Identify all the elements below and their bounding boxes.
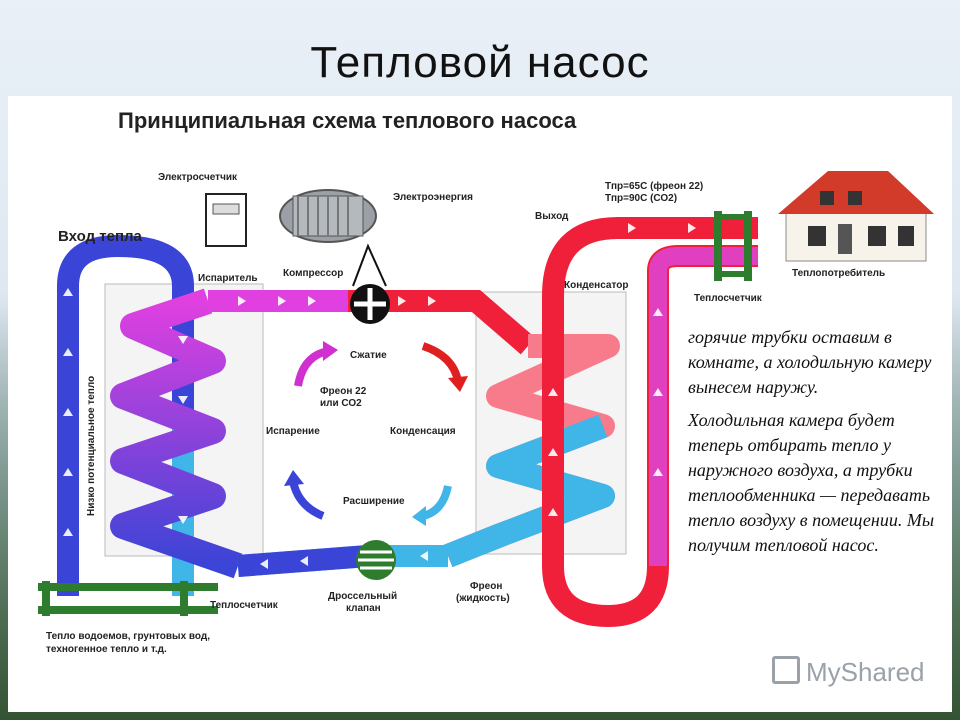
motor-link (352, 243, 387, 287)
explanation-para-1: горячие трубки оставим в комнате, а холо… (688, 327, 932, 397)
label-temp-co2: Тпр=90С (СО2) (605, 193, 677, 204)
heat-meter-left (38, 581, 218, 616)
heat-pump-diagram: Принципиальная схема теплового насоса (38, 108, 934, 655)
label-freon-2: или СО2 (320, 398, 362, 409)
watermark: MyShared (772, 656, 925, 688)
label-throttle-2: клапан (346, 603, 381, 614)
evaporation-arrowhead (284, 470, 304, 486)
explanation-para-2: Холодильная камера будет теперь отбирать… (688, 410, 935, 555)
condenser-coil-cold (443, 414, 615, 568)
electric-meter (205, 193, 247, 247)
label-electricity: Электроэнергия (393, 192, 473, 203)
flow-arrows (63, 223, 696, 569)
label-consumer: Теплопотребитель (792, 267, 885, 279)
explanation-text: горячие трубки оставим в комнате, а холо… (688, 325, 950, 566)
label-evaporation: Испарение (266, 426, 320, 437)
watermark-text: MyShared (806, 657, 925, 687)
watermark-icon (772, 656, 800, 684)
label-expansion: Расширение (343, 496, 405, 507)
expansion-arrow (421, 485, 452, 520)
label-freon-liquid-1: Фреон (470, 581, 502, 592)
label-compressor: Компрессор (283, 268, 343, 279)
condensation-arrowhead (448, 376, 468, 392)
label-heat-meter-left: Теплосчетчик (210, 600, 279, 611)
label-condensation: Конденсация (390, 426, 456, 437)
label-freon-1: Фреон 22 (320, 386, 367, 397)
expansion-arrowhead (412, 506, 426, 526)
label-throttle-1: Дроссельный (328, 591, 397, 602)
slide-title: Тепловой насос (310, 38, 650, 87)
label-condenser: Конденсатор (564, 280, 628, 291)
compressor-cross (354, 288, 386, 320)
label-temp-freon: Тпр=65С (фреон 22) (605, 180, 703, 192)
discharge-pipe (348, 290, 536, 355)
label-low-potential: Низко потенциальное тепло (86, 376, 97, 516)
label-sources-1: Тепло водоемов, грунтовых вод, (46, 631, 210, 642)
motor-fins (297, 196, 349, 236)
diagram-panel: Принципиальная схема теплового насоса (8, 96, 952, 712)
label-meter-elec: Электросчетчик (158, 172, 238, 183)
throttle-valve-lines (358, 550, 394, 570)
house-icon (778, 171, 934, 262)
consumer-loop-return (649, 247, 758, 566)
evaporation-arrow (289, 480, 325, 520)
condensation-arrow (421, 342, 462, 383)
evaporator-coil (110, 288, 243, 579)
diagram-title: Принципиальная схема теплового насоса (118, 108, 577, 133)
label-evaporator: Испаритель (198, 273, 258, 284)
label-freon-liquid-2: (жидкость) (456, 593, 510, 604)
label-heat-meter-right: Теплосчетчик (694, 293, 763, 304)
compression-arrowhead (323, 341, 338, 361)
label-sources-2: техногенное тепло и т.д. (46, 644, 167, 655)
label-output: Выход (535, 211, 569, 222)
label-heat-in: Вход тепла (58, 228, 143, 245)
electric-meter-display (212, 203, 240, 215)
label-compression: Сжатие (350, 350, 387, 361)
heat-source-loop (57, 234, 194, 596)
heat-meter-right (714, 211, 752, 281)
